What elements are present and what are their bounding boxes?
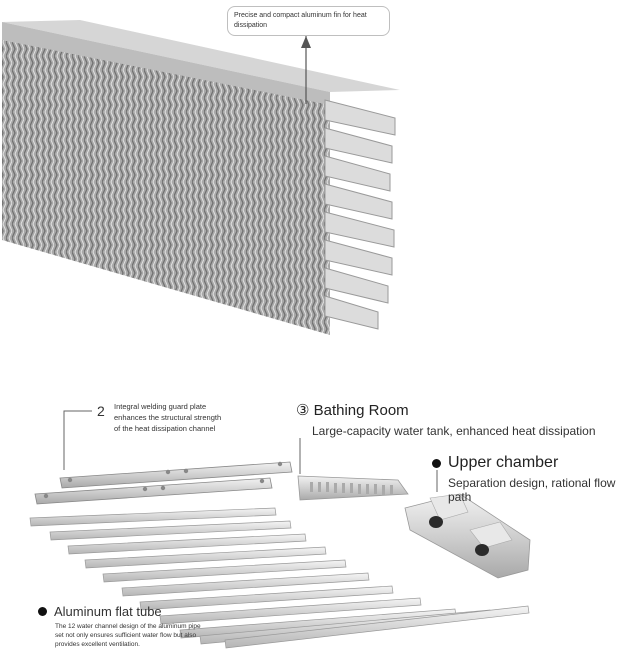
caption-pointer-arrow: [301, 36, 311, 48]
guard-plate-line2: enhances the structural strength: [114, 413, 222, 422]
flat-tube-note-line1: The 12 water channel design of the alumi…: [55, 623, 201, 630]
aluminum-flat-tubes: [29, 507, 530, 649]
flat-tube-bullet: [38, 607, 47, 616]
guard-plate-number: 2: [97, 403, 105, 419]
bathing-room-title: ③ Bathing Room: [296, 402, 409, 419]
welding-guard-plates: [34, 461, 293, 505]
upper-chamber-subtitle: Separation design, rational flow path: [448, 476, 616, 504]
flat-tube-title: Aluminum flat tube: [54, 604, 162, 619]
water-tank-part: [297, 475, 409, 501]
guard-plate-line3: of the heat dissipation channel: [114, 424, 216, 433]
flat-tube-note: The 12 water channel design of the alumi…: [55, 622, 201, 649]
flat-tube-note-line3: provides excellent ventilation.: [55, 641, 140, 648]
guard-plate-line1: Integral welding guard plate: [114, 402, 207, 411]
upper-chamber-title: Upper chamber: [448, 454, 559, 471]
aluminum-fin-block: [2, 20, 400, 335]
flat-tube-note-line2: set not only ensures sufficient water fl…: [55, 632, 197, 639]
guard-plate-leader: [63, 410, 92, 470]
fin-caption-text: Precise and compact aluminum fin for hea…: [234, 12, 367, 29]
bathing-room-subtitle: Large-capacity water tank, enhanced heat…: [312, 424, 596, 438]
upper-chamber-bullet: [432, 459, 441, 468]
guard-plate-description: Integral welding guard plate enhances th…: [114, 401, 221, 434]
upper-chamber-part: [404, 493, 531, 579]
fin-caption-box: Precise and compact aluminum fin for hea…: [227, 6, 390, 36]
